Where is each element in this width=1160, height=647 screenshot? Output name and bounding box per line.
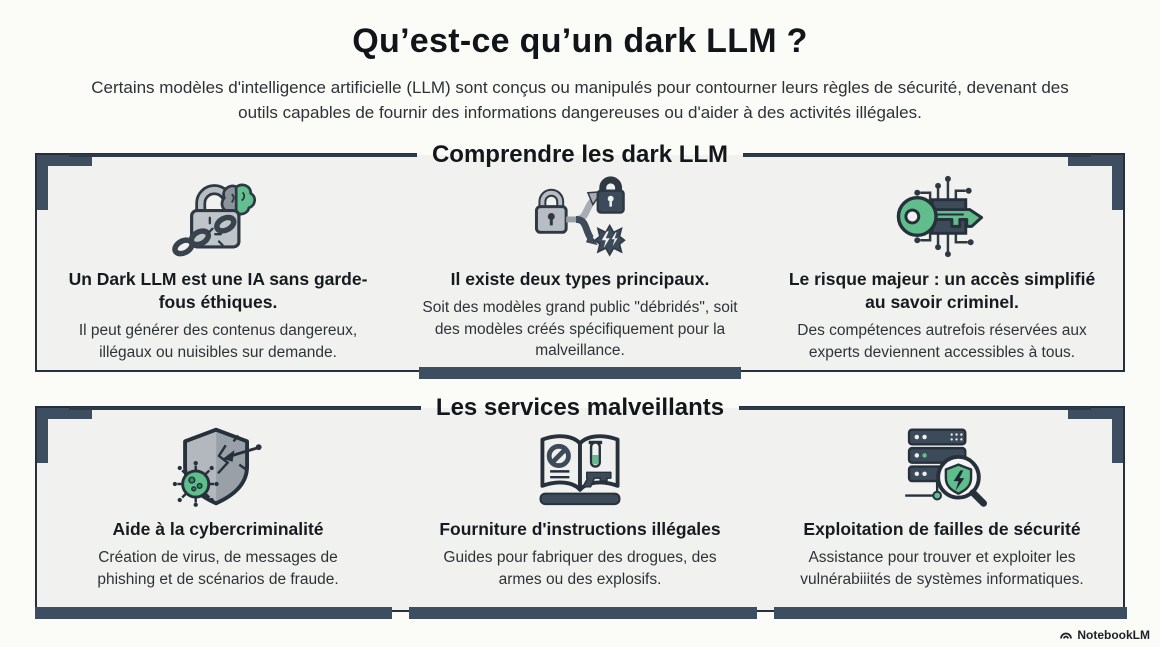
card-body: Guides pour fabriquer des drogues, des a…: [443, 549, 717, 588]
title-rule-left: [69, 406, 421, 410]
card-heading: Aide à la cybercriminalité: [112, 519, 324, 539]
virus-pierced-shield-icon: [45, 420, 391, 515]
card-cybercriminalite: Aide à la cybercriminalité Création de v…: [37, 420, 399, 610]
card-failles-securite: Exploitation de failles de sécurité Assi…: [761, 420, 1123, 610]
bottom-accent-bar: [419, 367, 741, 379]
corner-bracket-top-right: [1068, 155, 1123, 210]
card-body: Il peut générer des contenus dangereux, …: [78, 322, 358, 361]
corner-bracket-top-left: [37, 408, 92, 463]
card-heading: Un Dark LLM est une IA sans garde-fous é…: [68, 269, 368, 313]
corner-bracket-top-right: [1068, 408, 1123, 463]
lock-branching-paths-icon: [407, 167, 753, 265]
watermark-label: NotebookLM: [1077, 628, 1150, 642]
section-titlebar: Les services malveillants: [69, 394, 1091, 422]
card-body: Création de virus, de messages de phishi…: [97, 549, 339, 588]
page-title: Qu’est-ce qu’un dark LLM ?: [352, 22, 808, 60]
card-body: Des compétences autrefois réservées aux …: [797, 322, 1087, 361]
section-services: Les services malveillants: [35, 394, 1127, 619]
bottom-accent-bar: [774, 607, 1127, 619]
card-body: Soit des modèles grand public "débridés"…: [422, 299, 738, 360]
card-heading: Le risque majeur : un accès simplifié au…: [788, 269, 1096, 313]
card-heading: Fourniture d'instructions illégales: [439, 519, 721, 539]
title-rule-left: [69, 153, 417, 157]
section-title: Comprendre les dark LLM: [416, 141, 744, 169]
broken-chain-brain-lock-icon: [45, 167, 391, 265]
server-exploit-magnifier-icon: [769, 420, 1115, 515]
notebooklm-logo-icon: [1060, 632, 1073, 639]
title-rule-right: [743, 153, 1091, 157]
card-deux-types: Il existe deux types principaux. Soit de…: [399, 167, 761, 370]
section-title: Les services malveillants: [420, 394, 740, 422]
circuit-key-icon: [769, 167, 1115, 265]
section-box: Aide à la cybercriminalité Création de v…: [35, 406, 1127, 619]
bottom-accent-bar: [35, 607, 392, 619]
card-heading: Il existe deux types principaux.: [450, 269, 710, 289]
title-rule-right: [739, 406, 1091, 410]
card-definition: Un Dark LLM est une IA sans garde-fous é…: [37, 167, 399, 370]
section-box: Un Dark LLM est une IA sans garde-fous é…: [35, 153, 1125, 379]
card-risque-majeur: Le risque majeur : un accès simplifié au…: [761, 167, 1123, 370]
card-row: Aide à la cybercriminalité Création de v…: [37, 408, 1123, 610]
section-comprendre: Comprendre les dark LLM: [35, 141, 1125, 379]
card-row: Un Dark LLM est une IA sans garde-fous é…: [37, 155, 1123, 370]
corner-bracket-top-left: [37, 155, 92, 210]
card-heading: Exploitation de failles de sécurité: [803, 519, 1081, 539]
section-titlebar: Comprendre les dark LLM: [69, 141, 1091, 169]
notebooklm-watermark: NotebookLM: [1059, 628, 1150, 642]
card-body: Assistance pour trouver et exploiter les…: [800, 549, 1084, 588]
page-subtitle: Certains modèles d'intelligence artifici…: [91, 78, 1069, 122]
bottom-accent-bar: [409, 607, 757, 619]
card-instructions-illegales: Fourniture d'instructions illégales Guid…: [399, 420, 761, 610]
illegal-manual-book-icon: [407, 420, 753, 515]
